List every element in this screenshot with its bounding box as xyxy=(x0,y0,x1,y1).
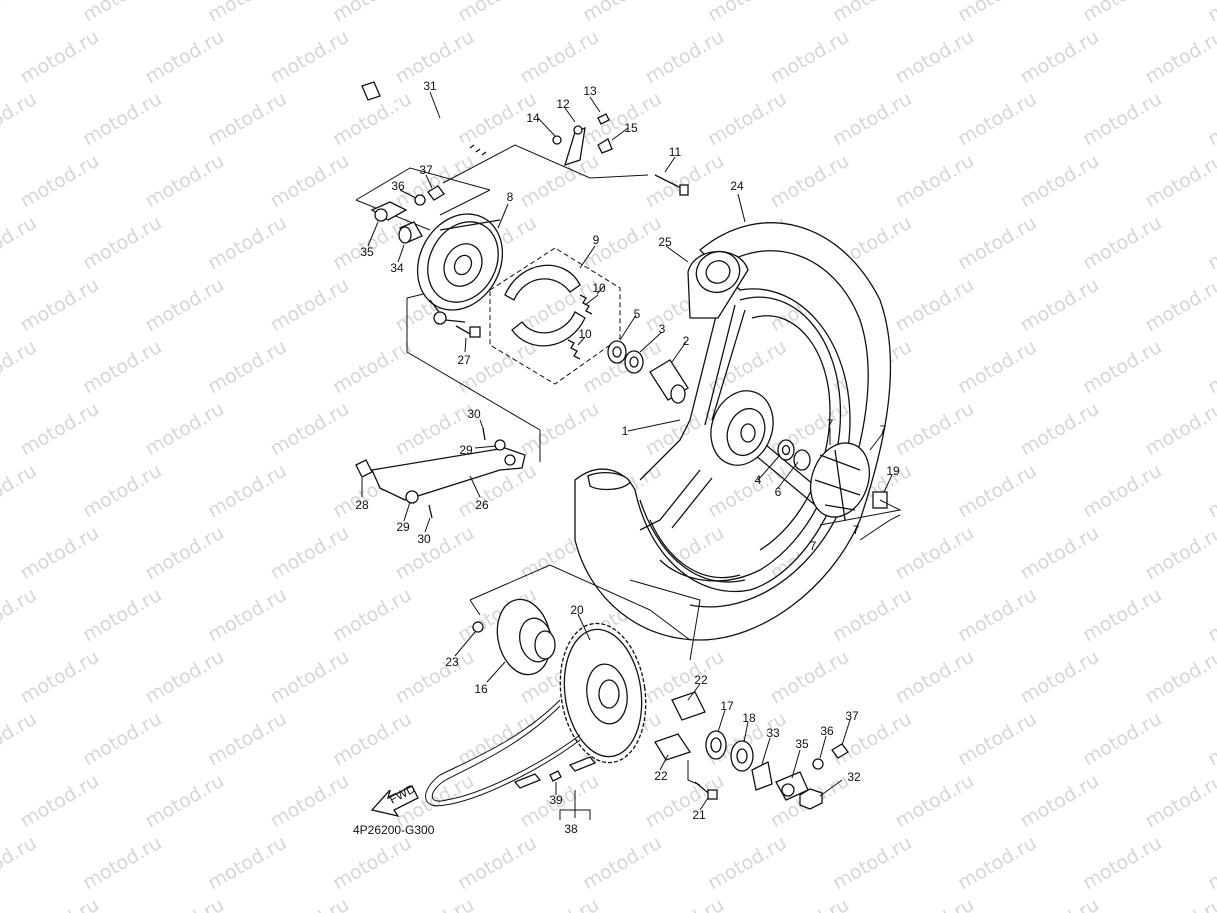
callout-12: 12 xyxy=(556,97,570,111)
callout-31: 31 xyxy=(423,79,437,93)
callout-18: 18 xyxy=(742,711,756,725)
callout-2: 2 xyxy=(683,334,690,348)
callout-32: 32 xyxy=(847,770,861,784)
part-bolt-27 xyxy=(455,325,481,338)
callout-7-d: 7 xyxy=(810,539,817,553)
callout-3: 3 xyxy=(659,322,666,336)
diagram-code: 4P26200-G300 xyxy=(353,823,435,837)
callout-15: 15 xyxy=(624,121,638,135)
callout-19: 19 xyxy=(886,464,900,478)
callout-7-a: 7 xyxy=(827,417,834,431)
callout-34: 34 xyxy=(390,261,404,275)
callout-8: 8 xyxy=(507,190,514,204)
group-outline-axle xyxy=(442,144,649,184)
callout-10-lower: 10 xyxy=(578,327,592,341)
callout-29-upper: 29 xyxy=(459,443,473,457)
part-right-axle-stack xyxy=(705,514,901,810)
part-valve xyxy=(654,174,689,196)
callout-13: 13 xyxy=(583,84,597,98)
part-sprocket xyxy=(559,622,647,764)
callout-26: 26 xyxy=(475,498,489,512)
callout-16: 16 xyxy=(474,682,488,696)
part-sprocket-hub xyxy=(472,598,556,676)
callout-25: 25 xyxy=(658,235,672,249)
part-tension-bar xyxy=(355,427,526,519)
part-chain-pullers xyxy=(654,691,718,800)
callout-10-upper: 10 xyxy=(592,281,606,295)
group-outline-bottom xyxy=(469,564,691,641)
callout-35-right: 35 xyxy=(795,737,809,751)
callout-1: 1 xyxy=(622,424,629,438)
callout-36-right: 36 xyxy=(820,724,834,738)
callout-17: 17 xyxy=(720,699,734,713)
callout-39: 39 xyxy=(549,793,563,807)
part-axle xyxy=(361,81,488,160)
part-brake-shoes xyxy=(504,264,593,360)
part-group-left-adjuster xyxy=(370,185,445,244)
rear-wheel-drawing: FWD xyxy=(353,79,902,837)
callout-11: 11 xyxy=(669,145,682,159)
part-hub-right xyxy=(777,439,902,526)
callout-37: 37 xyxy=(419,163,433,177)
callout-14: 14 xyxy=(526,111,540,125)
callout-28: 28 xyxy=(355,498,369,512)
callout-20: 20 xyxy=(570,603,584,617)
callout-33: 33 xyxy=(766,726,780,740)
callout-22-upper: 22 xyxy=(694,673,708,687)
drive-chain xyxy=(425,699,581,807)
callout-38: 38 xyxy=(564,822,578,836)
part-bearings-left xyxy=(607,340,689,404)
brake-shoe-group xyxy=(489,247,621,385)
leader-lines xyxy=(361,91,893,818)
callout-9: 9 xyxy=(593,233,600,247)
part-brake-plate xyxy=(416,213,504,325)
callout-24: 24 xyxy=(730,179,744,193)
part-wheel-assembly xyxy=(574,222,892,641)
callout-labels: 31 13 12 14 15 11 37 36 24 8 9 25 35 34 … xyxy=(355,79,900,836)
callout-27: 27 xyxy=(457,353,471,367)
callout-37-right: 37 xyxy=(845,709,859,723)
callout-6: 6 xyxy=(775,485,782,499)
callout-36: 36 xyxy=(391,179,405,193)
callout-21: 21 xyxy=(692,808,706,822)
part-cam-lever xyxy=(552,113,613,167)
callout-35: 35 xyxy=(360,245,374,259)
callout-30-upper: 30 xyxy=(467,407,481,421)
callout-30-lower: 30 xyxy=(417,532,431,546)
callout-23: 23 xyxy=(445,655,459,669)
callout-7-b: 7 xyxy=(880,423,887,437)
callout-4: 4 xyxy=(755,473,762,487)
callout-29-lower: 29 xyxy=(396,520,410,534)
callout-22-lower: 22 xyxy=(654,769,668,783)
callout-5: 5 xyxy=(634,307,641,321)
callout-7-c: 7 xyxy=(853,523,860,537)
